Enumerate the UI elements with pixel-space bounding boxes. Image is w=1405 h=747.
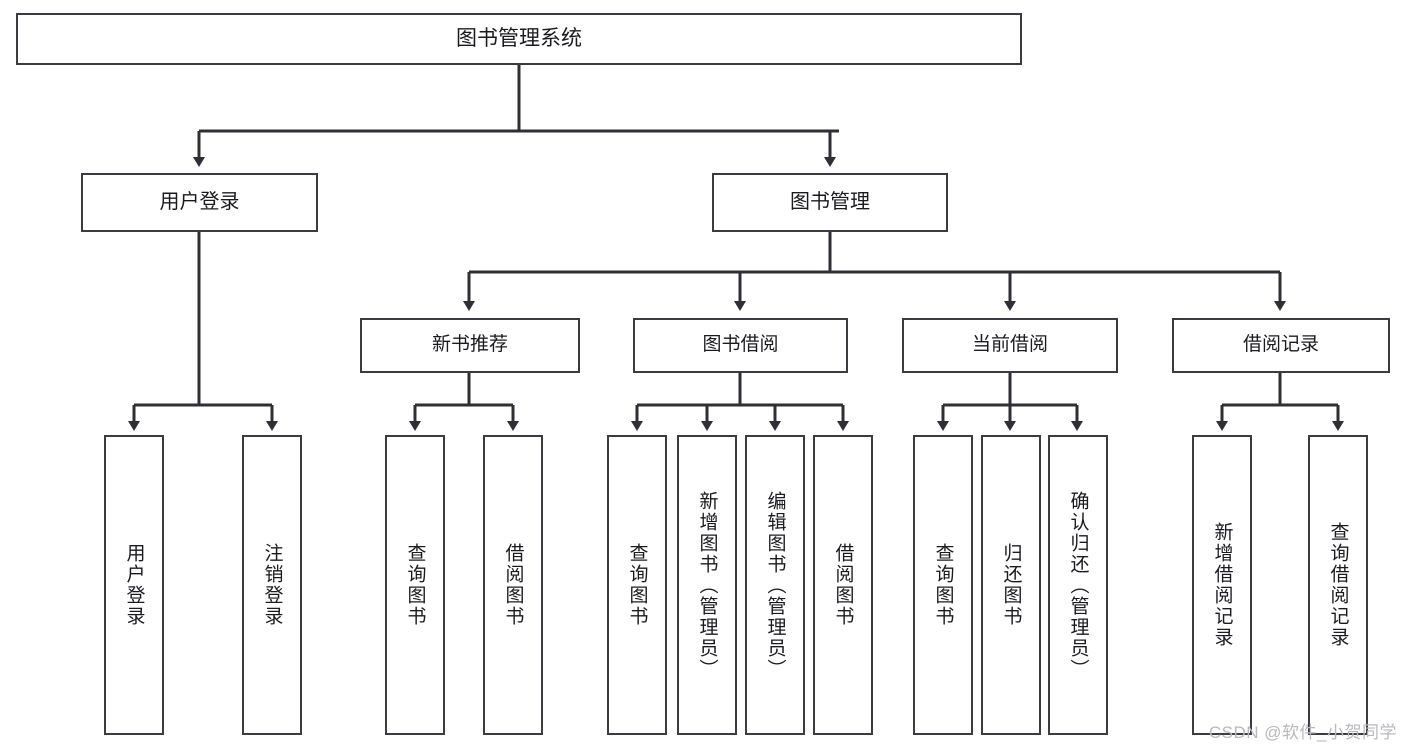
- leaf-label: 新增图书（管理员）: [696, 490, 718, 680]
- leaf-book-borrow-add[interactable]: 新增图书（管理员）: [677, 435, 737, 735]
- node-book-borrow[interactable]: 图书借阅: [633, 318, 848, 373]
- leaf-label: 注销登录: [261, 543, 283, 627]
- node-borrow-record-label: 借阅记录: [1242, 334, 1319, 356]
- leaf-book-borrow-edit[interactable]: 编辑图书（管理员）: [745, 435, 805, 735]
- leaf-label: 借阅图书: [832, 543, 854, 627]
- leaf-book-borrow-query[interactable]: 查询图书: [607, 435, 667, 735]
- node-book-management[interactable]: 图书管理: [712, 173, 948, 232]
- node-user-login[interactable]: 用户登录: [81, 173, 318, 232]
- leaf-label: 新增借阅记录: [1211, 522, 1233, 648]
- node-borrow-record[interactable]: 借阅记录: [1172, 318, 1390, 373]
- leaf-borrow-record-add[interactable]: 新增借阅记录: [1192, 435, 1252, 735]
- node-book-borrow-label: 图书借阅: [702, 334, 779, 356]
- leaf-current-borrow-confirm-return[interactable]: 确认归还（管理员）: [1048, 435, 1108, 735]
- watermark: CSDN @软件_小贺同学: [1208, 723, 1397, 742]
- leaf-label: 查询图书: [932, 543, 954, 627]
- node-current-borrow-label: 当前借阅: [971, 334, 1048, 356]
- leaf-new-book-query[interactable]: 查询图书: [385, 435, 445, 735]
- node-current-borrow[interactable]: 当前借阅: [902, 318, 1118, 373]
- leaf-current-borrow-query[interactable]: 查询图书: [913, 435, 973, 735]
- leaf-label: 查询图书: [404, 543, 426, 627]
- leaf-new-book-borrow[interactable]: 借阅图书: [483, 435, 543, 735]
- node-book-management-label: 图书管理: [790, 190, 870, 213]
- leaf-book-borrow-borrow[interactable]: 借阅图书: [813, 435, 873, 735]
- node-new-book-recommend[interactable]: 新书推荐: [360, 318, 580, 373]
- leaf-label: 借阅图书: [502, 543, 524, 627]
- leaf-user-login-signout[interactable]: 注销登录: [242, 435, 302, 735]
- node-root[interactable]: 图书管理系统: [16, 13, 1022, 65]
- node-user-login-label: 用户登录: [159, 190, 240, 213]
- leaf-borrow-record-query[interactable]: 查询借阅记录: [1308, 435, 1368, 735]
- node-new-book-recommend-label: 新书推荐: [431, 334, 508, 356]
- leaf-current-borrow-return[interactable]: 归还图书: [981, 435, 1041, 735]
- leaf-label: 查询借阅记录: [1327, 522, 1349, 648]
- node-root-label: 图书管理系统: [456, 26, 582, 50]
- leaf-label: 用户登录: [123, 543, 145, 627]
- leaf-label: 确认归还（管理员）: [1067, 490, 1089, 680]
- leaf-label: 查询图书: [626, 543, 648, 627]
- leaf-user-login-signin[interactable]: 用户登录: [104, 435, 164, 735]
- leaf-label: 编辑图书（管理员）: [764, 490, 786, 680]
- leaf-label: 归还图书: [1000, 543, 1022, 627]
